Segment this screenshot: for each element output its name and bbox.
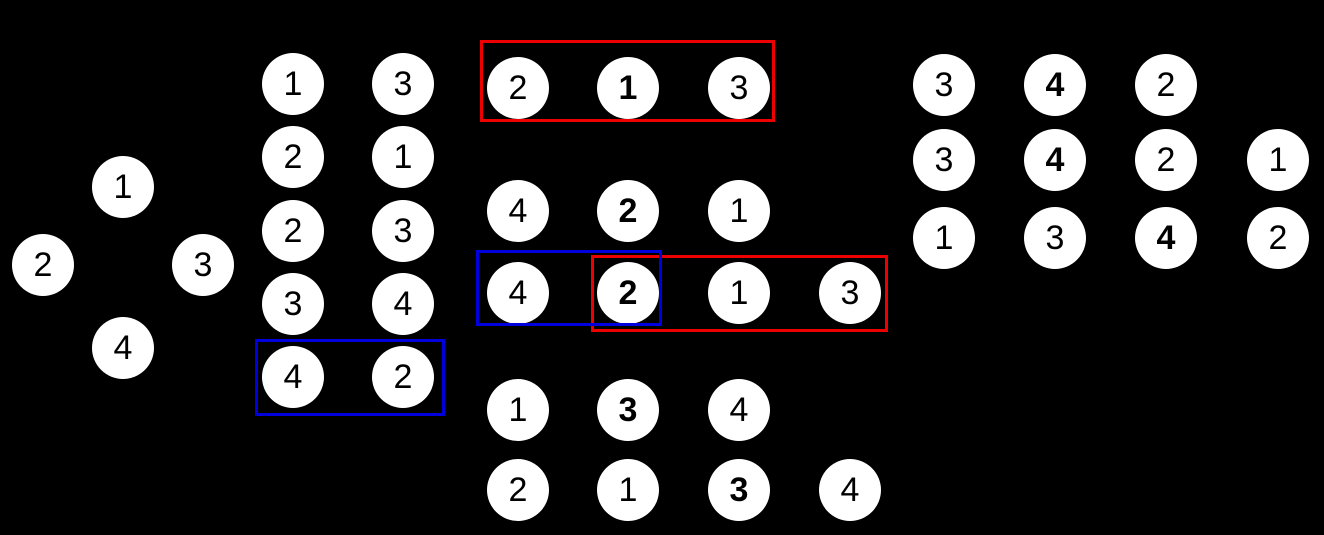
token-circle[interactable]: 1: [913, 207, 975, 269]
token-circle[interactable]: 1: [597, 57, 659, 119]
token-circle[interactable]: 4: [262, 346, 324, 408]
token-circle[interactable]: 1: [262, 53, 324, 115]
highlight-box-blue: [255, 339, 445, 416]
token-circle[interactable]: 1: [487, 379, 549, 441]
token-circle[interactable]: 4: [1135, 207, 1197, 269]
token-circle[interactable]: 4: [819, 459, 881, 521]
token-circle[interactable]: 4: [1024, 54, 1086, 116]
token-circle[interactable]: 4: [708, 379, 770, 441]
token-circle[interactable]: 3: [372, 200, 434, 262]
token-circle[interactable]: 3: [913, 54, 975, 116]
highlight-box-red: [591, 255, 888, 332]
token-circle[interactable]: 2: [597, 180, 659, 242]
token-circle[interactable]: 2: [1247, 207, 1309, 269]
token-circle[interactable]: 2: [1135, 54, 1197, 116]
token-circle[interactable]: 1: [597, 459, 659, 521]
token-circle[interactable]: 1: [372, 126, 434, 188]
token-circle[interactable]: 3: [597, 379, 659, 441]
token-circle[interactable]: 2: [487, 459, 549, 521]
token-circle[interactable]: 4: [92, 317, 154, 379]
token-circle[interactable]: 1: [92, 156, 154, 218]
token-circle[interactable]: 3: [819, 262, 881, 324]
token-circle[interactable]: 2: [262, 126, 324, 188]
token-circle[interactable]: 3: [262, 273, 324, 335]
token-circle[interactable]: 3: [708, 57, 770, 119]
token-circle[interactable]: 2: [12, 234, 74, 296]
token-circle[interactable]: 3: [708, 459, 770, 521]
highlight-box-red: [480, 40, 775, 122]
token-circle[interactable]: 2: [597, 262, 659, 324]
token-circle[interactable]: 2: [262, 200, 324, 262]
token-circle[interactable]: 3: [372, 53, 434, 115]
token-circle[interactable]: 3: [172, 234, 234, 296]
token-circle[interactable]: 4: [372, 273, 434, 335]
token-circle[interactable]: 4: [487, 180, 549, 242]
token-circle[interactable]: 1: [708, 180, 770, 242]
token-circle[interactable]: 2: [372, 346, 434, 408]
highlight-box-blue: [476, 250, 662, 326]
token-circle[interactable]: 2: [487, 57, 549, 119]
token-circle[interactable]: 3: [913, 129, 975, 191]
token-circle[interactable]: 4: [1024, 129, 1086, 191]
token-circle[interactable]: 4: [487, 262, 549, 324]
token-circle[interactable]: 3: [1024, 207, 1086, 269]
token-circle[interactable]: 1: [1247, 129, 1309, 191]
token-circle[interactable]: 2: [1135, 129, 1197, 191]
token-circle[interactable]: 1: [708, 262, 770, 324]
